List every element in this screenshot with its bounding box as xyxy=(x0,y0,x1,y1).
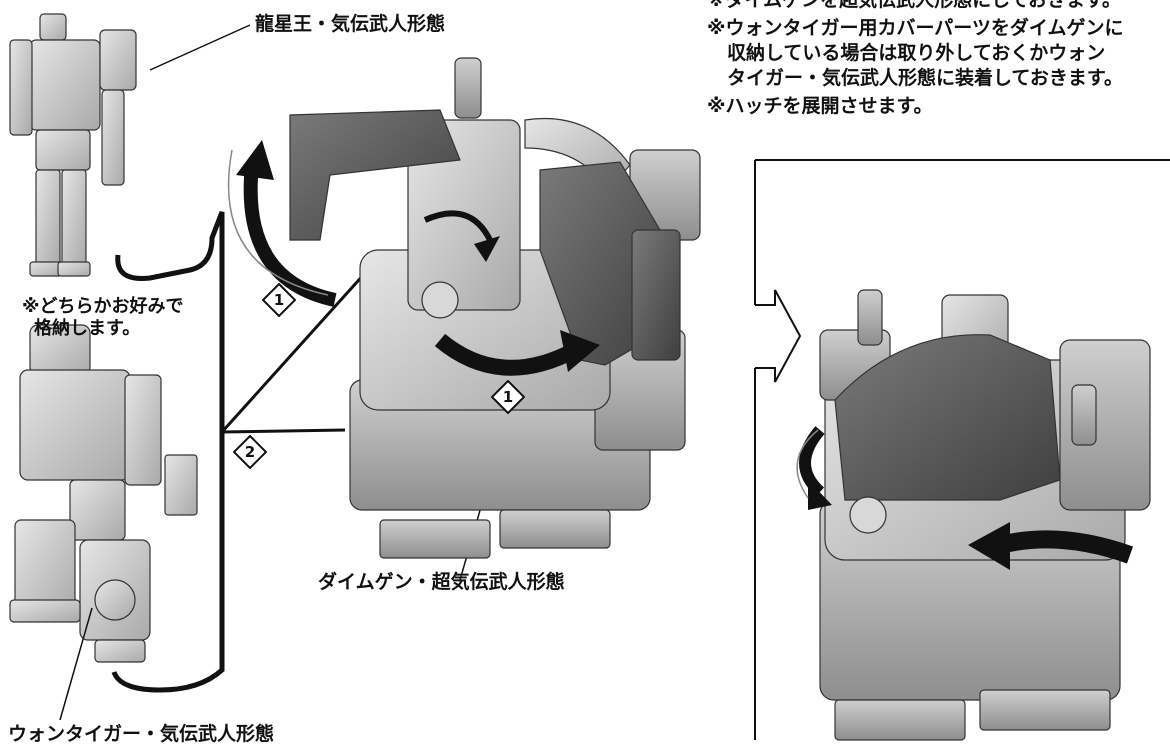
step-1-number-a: 1 xyxy=(273,291,285,309)
wontiger-label: ウォンタイガー・気伝武人形態 xyxy=(8,723,275,745)
note-line4: タイガー・気伝武人形態に装着しておきます。 xyxy=(727,67,1123,89)
step-1-marker-a: 1 xyxy=(261,282,297,318)
note-line1: ※ダイムゲンを超気伝武人形態にしておきます。 xyxy=(707,0,1122,11)
ryuseioh-label: 龍星王・気伝武人形態 xyxy=(255,13,446,35)
step-2-number: 2 xyxy=(244,443,256,461)
diamond-icon xyxy=(490,379,526,415)
daimugen-figure xyxy=(289,57,701,559)
note-line3: 収納している場合は取り外しておくかウォン xyxy=(727,42,1106,64)
daimugen-closed-figure xyxy=(819,289,1151,741)
ryuseioh-figure xyxy=(9,13,137,277)
flow-arrow xyxy=(755,289,802,383)
daimugen-label: ダイムゲン・超気伝武人形態 xyxy=(318,571,565,593)
storage-note-line2: 格納します。 xyxy=(34,318,141,339)
step-2-marker: 2 xyxy=(232,434,268,470)
note-line5: ※ハッチを展開させます。 xyxy=(707,95,933,117)
note-line2: ※ウォンタイガー用カバーパーツをダイムゲンに xyxy=(707,17,1124,39)
step-1-marker-b: 1 xyxy=(490,379,526,415)
storage-bracket xyxy=(111,211,225,693)
storage-note-line1: ※どちらかお好みで xyxy=(22,296,184,317)
diamond-icon xyxy=(261,282,297,318)
diamond-icon xyxy=(232,434,268,470)
step-1-number-b: 1 xyxy=(502,388,514,406)
result-frame xyxy=(754,159,1170,740)
wontiger-figure xyxy=(9,324,198,663)
